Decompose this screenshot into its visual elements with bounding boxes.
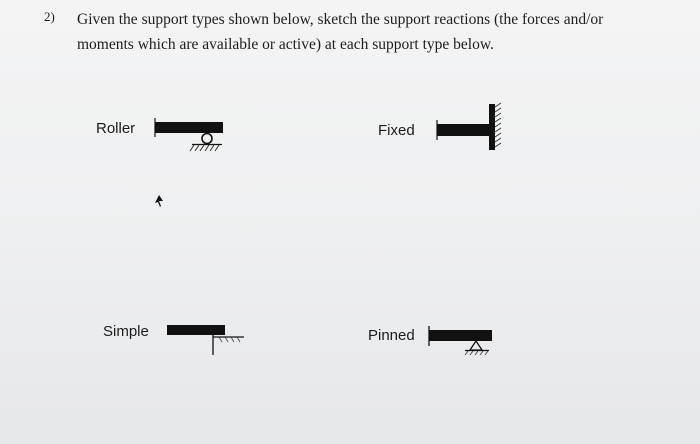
fixed-support-icon bbox=[436, 102, 502, 150]
pinned-support-icon bbox=[428, 326, 492, 356]
roller-label: Roller bbox=[96, 120, 136, 137]
simple-support-icon bbox=[167, 325, 244, 355]
pinned-label: Pinned bbox=[368, 327, 415, 344]
simple-label: Simple bbox=[103, 323, 149, 340]
question-text: Given the support types shown below, ske… bbox=[77, 11, 604, 53]
mouse-cursor-icon bbox=[155, 195, 163, 207]
roller-support-icon bbox=[154, 118, 223, 152]
fixed-label: Fixed bbox=[378, 122, 415, 139]
question-number: 2) bbox=[44, 9, 55, 24]
